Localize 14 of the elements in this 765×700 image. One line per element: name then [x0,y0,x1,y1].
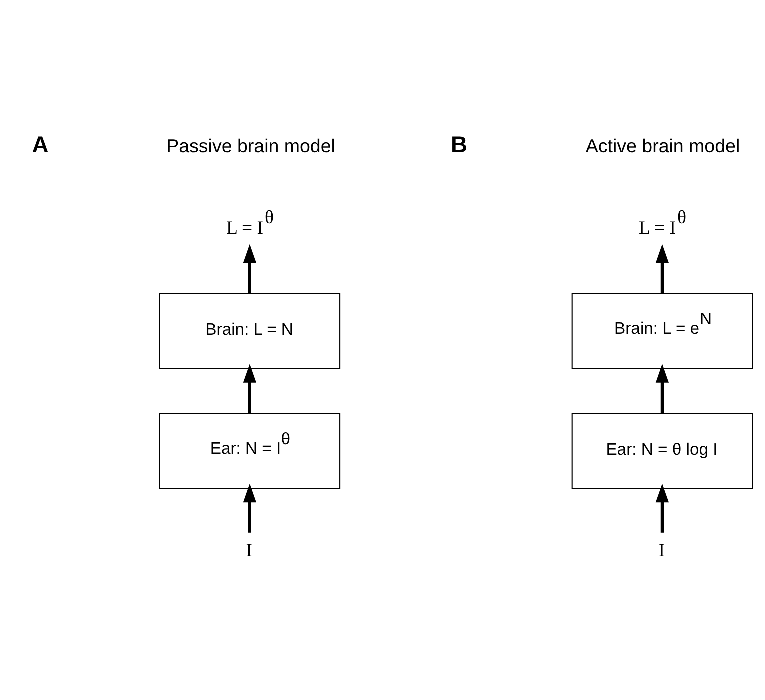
node-box: Brain: L = N [159,293,341,370]
node-text: I [658,540,666,562]
arrow [656,484,670,533]
arrow [243,364,257,414]
arrow [656,364,670,414]
node-text: I [246,540,253,562]
node-box: Ear: N = θ log I [572,413,754,490]
label: Active brain model [586,136,740,156]
label: Passive brain model [166,136,336,156]
label: B [450,132,468,158]
arrow [243,244,257,294]
label: A [32,132,49,158]
arrow [243,484,257,533]
arrow [656,244,670,294]
